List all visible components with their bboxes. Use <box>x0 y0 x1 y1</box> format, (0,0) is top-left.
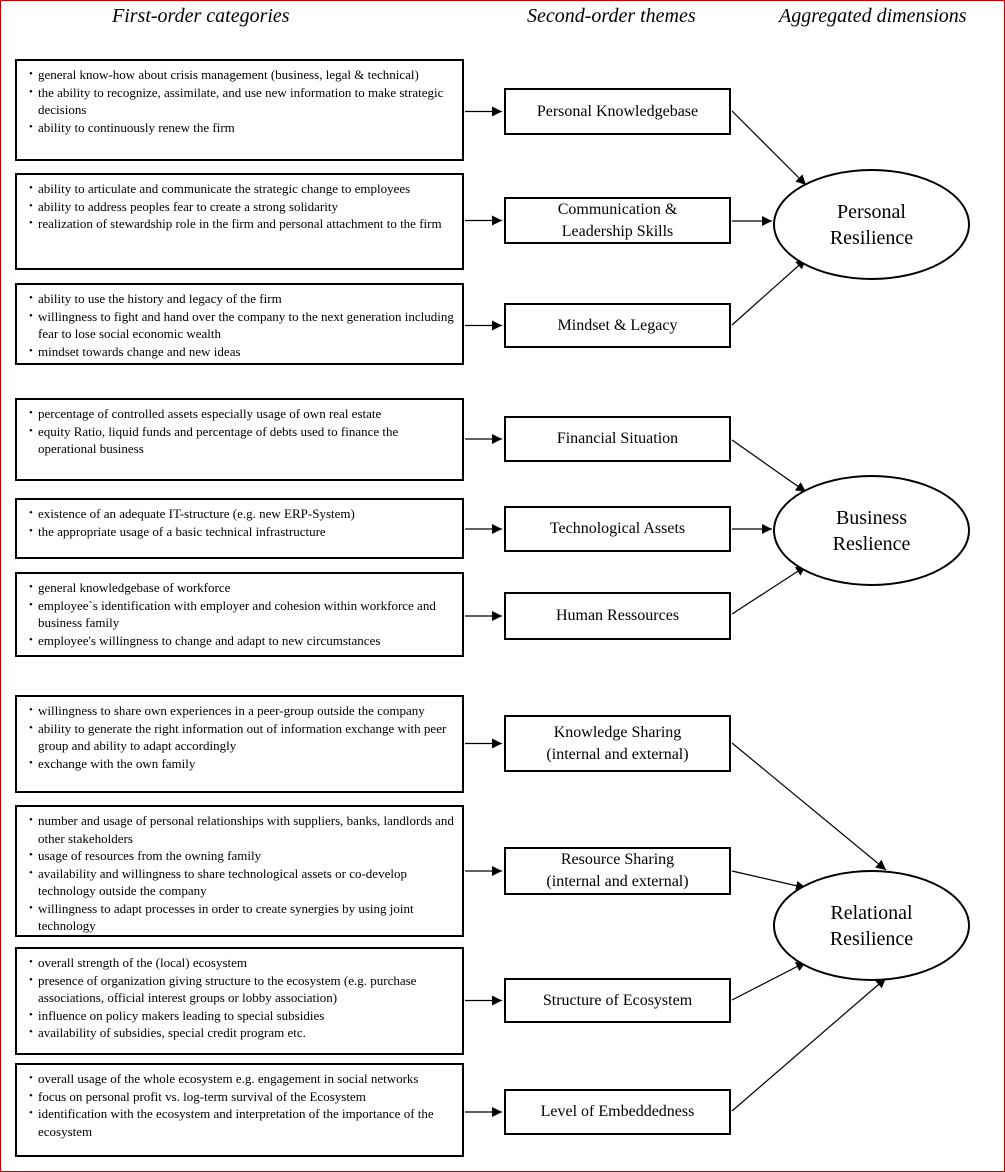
second-order-theme-box: Structure of Ecosystem <box>504 978 731 1023</box>
category-list: ability to articulate and communicate th… <box>29 180 456 233</box>
category-item: employee`s identification with employer … <box>29 597 456 632</box>
category-item: general knowledgebase of workforce <box>29 579 456 597</box>
category-item: availability of subsidies, special credi… <box>29 1024 456 1042</box>
second-order-theme-box: Level of Embeddedness <box>504 1089 731 1135</box>
aggregated-dimension-ellipse: Business Reslience <box>773 475 970 586</box>
category-item: ability to continuously renew the firm <box>29 119 456 137</box>
connector-arrow <box>731 110 807 186</box>
category-list: general knowledgebase of workforceemploy… <box>29 579 456 649</box>
category-item: existence of an adequate IT-structure (e… <box>29 505 456 523</box>
category-item: realization of stewardship role in the f… <box>29 215 456 233</box>
category-item: mindset towards change and new ideas <box>29 343 456 361</box>
category-item: presence of organization giving structur… <box>29 972 456 1007</box>
first-order-category-box: ability to articulate and communicate th… <box>15 173 464 270</box>
category-list: percentage of controlled assets especial… <box>29 405 456 458</box>
category-item: the appropriate usage of a basic technic… <box>29 523 456 541</box>
second-order-theme-box: Communication & Leadership Skills <box>504 197 731 244</box>
connector-arrow <box>731 742 887 871</box>
second-order-theme-box: Technological Assets <box>504 506 731 552</box>
category-item: overall usage of the whole ecosystem e.g… <box>29 1070 456 1088</box>
category-item: the ability to recognize, assimilate, an… <box>29 84 456 119</box>
category-item: usage of resources from the owning famil… <box>29 847 456 865</box>
first-order-category-box: general know-how about crisis management… <box>15 59 464 161</box>
first-order-category-box: ability to use the history and legacy of… <box>15 283 464 365</box>
category-item: exchange with the own family <box>29 755 456 773</box>
category-item: overall strength of the (local) ecosyste… <box>29 954 456 972</box>
category-item: employee's willingness to change and ada… <box>29 632 456 650</box>
aggregated-dimension-ellipse: Personal Resilience <box>773 169 970 280</box>
category-list: existence of an adequate IT-structure (e… <box>29 505 456 540</box>
first-order-category-box: number and usage of personal relationshi… <box>15 805 464 937</box>
category-item: willingness to share own experiences in … <box>29 702 456 720</box>
first-order-category-box: percentage of controlled assets especial… <box>15 398 464 481</box>
second-order-theme-box: Financial Situation <box>504 416 731 462</box>
category-list: willingness to share own experiences in … <box>29 702 456 772</box>
category-item: willingness to fight and hand over the c… <box>29 308 456 343</box>
category-item: availability and willingness to share te… <box>29 865 456 900</box>
category-item: willingness to adapt processes in order … <box>29 900 456 935</box>
connector-arrow <box>731 870 807 891</box>
second-order-theme-box: Human Ressources <box>504 592 731 640</box>
category-item: percentage of controlled assets especial… <box>29 405 456 423</box>
category-list: overall strength of the (local) ecosyste… <box>29 954 456 1042</box>
category-item: ability to articulate and communicate th… <box>29 180 456 198</box>
category-item: identification with the ecosystem and in… <box>29 1105 456 1140</box>
first-order-category-box: general knowledgebase of workforceemploy… <box>15 572 464 657</box>
category-item: ability to generate the right informatio… <box>29 720 456 755</box>
first-order-category-box: willingness to share own experiences in … <box>15 695 464 793</box>
connector-arrow <box>731 977 887 1112</box>
connector-arrow <box>731 258 807 326</box>
header-aggregated: Aggregated dimensions <box>779 5 967 27</box>
category-list: overall usage of the whole ecosystem e.g… <box>29 1070 456 1140</box>
category-item: general know-how about crisis management… <box>29 66 456 84</box>
category-item: ability to address peoples fear to creat… <box>29 198 456 216</box>
second-order-theme-box: Mindset & Legacy <box>504 303 731 348</box>
connector-arrow <box>731 565 807 615</box>
category-item: number and usage of personal relationshi… <box>29 812 456 847</box>
category-list: general know-how about crisis management… <box>29 66 456 136</box>
category-item: influence on policy makers leading to sp… <box>29 1007 456 1025</box>
header-second-order: Second-order themes <box>527 5 696 27</box>
connector-arrow <box>731 961 807 1001</box>
category-item: equity Ratio, liquid funds and percentag… <box>29 423 456 458</box>
category-list: ability to use the history and legacy of… <box>29 290 456 360</box>
category-item: focus on personal profit vs. log-term su… <box>29 1088 456 1106</box>
first-order-category-box: overall usage of the whole ecosystem e.g… <box>15 1063 464 1157</box>
second-order-theme-box: Knowledge Sharing (internal and external… <box>504 715 731 772</box>
second-order-theme-box: Personal Knowledgebase <box>504 88 731 135</box>
header-first-order: First-order categories <box>112 5 290 27</box>
category-list: number and usage of personal relationshi… <box>29 812 456 935</box>
category-item: ability to use the history and legacy of… <box>29 290 456 308</box>
first-order-category-box: existence of an adequate IT-structure (e… <box>15 498 464 559</box>
second-order-theme-box: Resource Sharing (internal and external) <box>504 847 731 895</box>
first-order-category-box: overall strength of the (local) ecosyste… <box>15 947 464 1055</box>
aggregated-dimension-ellipse: Relational Resilience <box>773 870 970 981</box>
connector-arrow <box>731 439 807 493</box>
